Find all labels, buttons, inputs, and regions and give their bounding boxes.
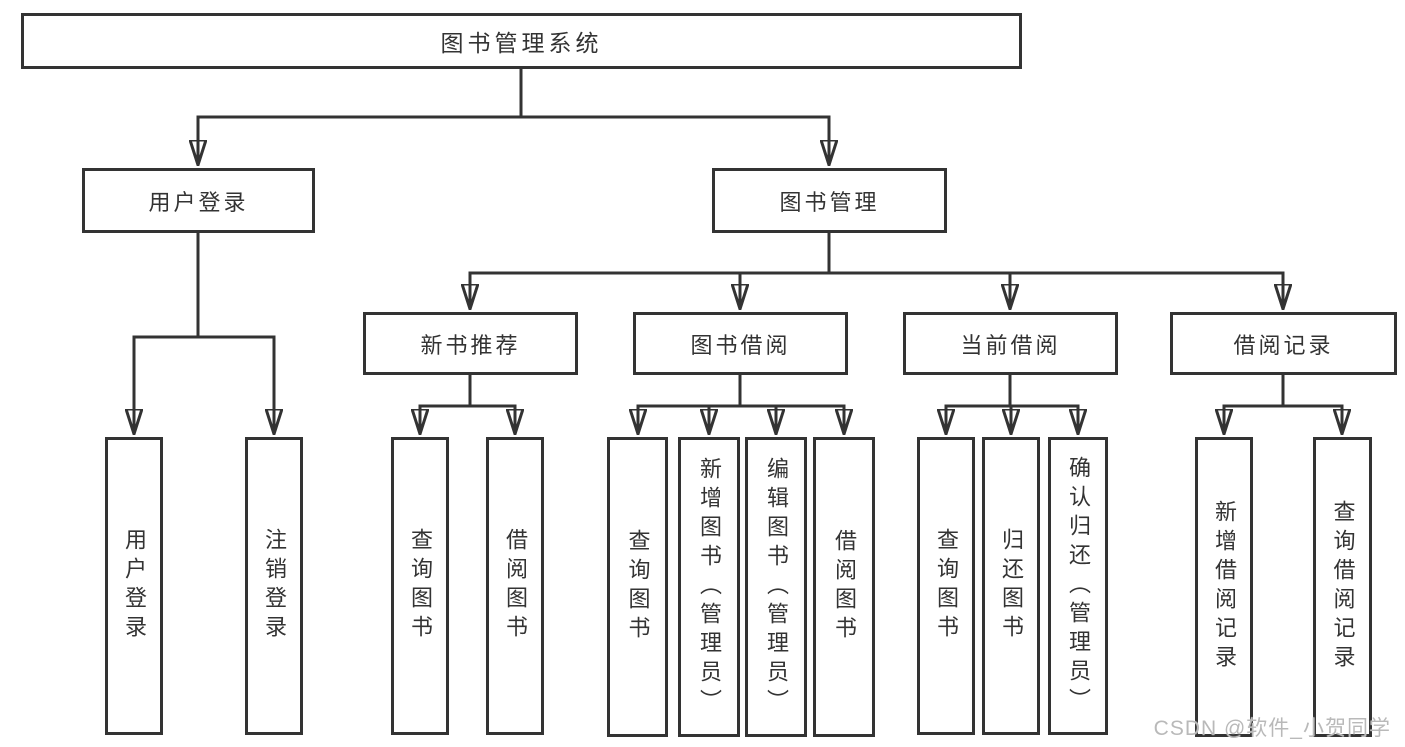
leaf-add-books-admin: 新增图书（管理员） <box>678 437 740 737</box>
node-book-borrowing: 图书借阅 <box>633 312 848 375</box>
leaf-current-query-books: 查询图书 <box>917 437 975 735</box>
leaf-return-books: 归还图书 <box>982 437 1040 735</box>
leaf-edit-books-admin: 编辑图书（管理员） <box>745 437 807 737</box>
node-library-management-system: 图书管理系统 <box>21 13 1022 69</box>
leaf-borrow-query-books: 查询图书 <box>607 437 668 737</box>
node-user-login: 用户登录 <box>82 168 315 233</box>
leaf-logout: 注销登录 <box>245 437 303 735</box>
node-borrowing-records: 借阅记录 <box>1170 312 1397 375</box>
leaf-add-borrowing-record: 新增借阅记录 <box>1195 437 1253 737</box>
node-current-borrowing: 当前借阅 <box>903 312 1118 375</box>
leaf-user-login: 用户登录 <box>105 437 163 735</box>
leaf-recommend-query-books: 查询图书 <box>391 437 449 735</box>
csdn-watermark: CSDN @软件_小贺同学 <box>1153 717 1391 740</box>
node-book-management: 图书管理 <box>712 168 947 233</box>
leaf-borrow-books: 借阅图书 <box>813 437 875 737</box>
leaf-confirm-return-admin: 确认归还（管理员） <box>1048 437 1108 735</box>
leaf-recommend-borrow-books: 借阅图书 <box>486 437 544 735</box>
node-new-book-recommendation: 新书推荐 <box>363 312 578 375</box>
leaf-query-borrowing-record: 查询借阅记录 <box>1313 437 1372 737</box>
